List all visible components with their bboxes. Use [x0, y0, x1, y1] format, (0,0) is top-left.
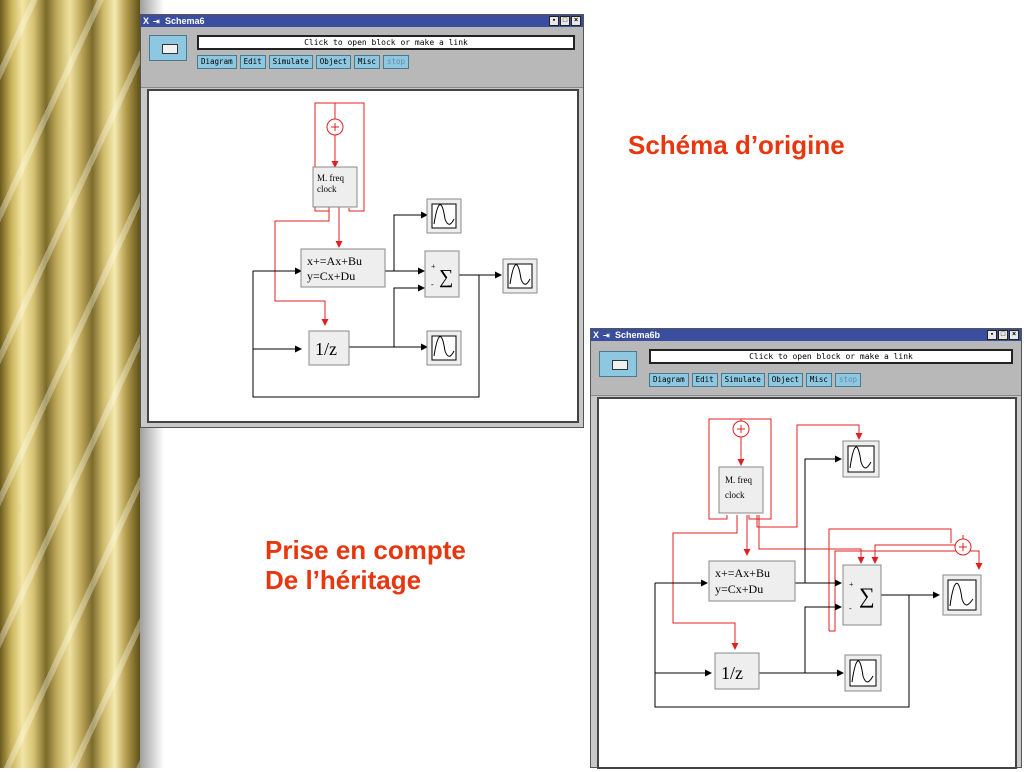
menu-misc[interactable]: Misc: [805, 373, 832, 387]
sum-block[interactable]: [842, 564, 882, 626]
state-space-block[interactable]: [300, 248, 386, 288]
state-space-sublabel: y=Cx+Du: [307, 269, 355, 283]
status-message: Click to open block or make a link: [649, 349, 1013, 364]
sum-symbol: ∑: [859, 583, 875, 608]
window-title-bar[interactable]: X⇥ Schema6b ▪ □ ×: [591, 329, 1021, 341]
state-space-label: x+=Ax+Bu: [307, 254, 362, 268]
menu-bar: Diagram Edit Simulate Object Misc stop: [649, 373, 862, 387]
menu-edit[interactable]: Edit: [239, 55, 266, 69]
window-title-bar[interactable]: X⇥ Schema6 ▪ □ ×: [141, 15, 583, 27]
move-arrows-icon: ⇥: [153, 17, 160, 26]
scope-icon[interactable]: [426, 198, 462, 234]
move-arrows-icon: ⇥: [603, 331, 610, 340]
scope-icon[interactable]: [842, 440, 880, 478]
window-schema6b: X⇥ Schema6b ▪ □ × Click to open block or …: [590, 328, 1022, 769]
caption-line-2: De l’héritage: [265, 565, 422, 595]
diagram-schema6: M. freq clock x+=Ax+Bu y=Cx+Du 1/z + - ∑: [252, 102, 538, 398]
delay-block[interactable]: [308, 330, 350, 366]
clock-block[interactable]: [312, 166, 358, 208]
menu-diagram[interactable]: Diagram: [197, 55, 237, 69]
state-space-label: x+=Ax+Bu: [715, 566, 770, 580]
x-logo-icon: X: [593, 330, 600, 340]
menu-misc[interactable]: Misc: [353, 55, 380, 69]
scope-icon[interactable]: [844, 654, 882, 692]
clock-sublabel: clock: [725, 490, 745, 500]
delay-block[interactable]: [714, 652, 760, 690]
sum-block[interactable]: [424, 250, 460, 298]
menu-bar: Diagram Edit Simulate Object Misc stop: [197, 55, 410, 69]
window-title: Schema6b: [615, 330, 661, 340]
menu-diagram[interactable]: Diagram: [649, 373, 689, 387]
scope-icon[interactable]: [502, 258, 538, 294]
clock-sublabel: clock: [317, 184, 337, 194]
gold-pillar-decoration: [0, 0, 140, 768]
state-space-sublabel: y=Cx+Du: [715, 582, 763, 596]
minimize-icon[interactable]: ▪: [549, 16, 559, 26]
clock-label: M. freq: [725, 475, 752, 485]
menu-stop[interactable]: stop: [834, 373, 862, 387]
delay-label: 1/z: [721, 663, 743, 683]
caption-origin: Schéma d’origine: [628, 130, 845, 160]
status-message: Click to open block or make a link: [197, 35, 575, 50]
sum-minus-sign: -: [431, 280, 434, 289]
sum-symbol: ∑: [439, 266, 453, 288]
scope-icon[interactable]: [942, 574, 982, 616]
x-logo-icon: X: [143, 16, 150, 26]
maximize-icon[interactable]: □: [998, 330, 1008, 340]
sum-minus-sign: -: [849, 604, 852, 613]
scope-icon[interactable]: [426, 330, 462, 366]
caption-inheritance: Prise en compte De l’héritage: [265, 535, 466, 595]
caption-line-1: Prise en compte: [265, 535, 466, 565]
toolbar: Click to open block or make a link Diagr…: [141, 27, 583, 88]
window-schema6: X⇥ Schema6 ▪ □ × Click to open block or m…: [140, 14, 584, 428]
menu-stop[interactable]: stop: [382, 55, 410, 69]
window-title: Schema6: [165, 16, 205, 26]
palette-button[interactable]: [149, 35, 187, 61]
clock-block[interactable]: [718, 466, 764, 514]
toolbar: Click to open block or make a link Diagr…: [591, 341, 1021, 396]
maximize-icon[interactable]: □: [560, 16, 570, 26]
clock-label: M. freq: [317, 173, 344, 183]
close-icon[interactable]: ×: [1009, 330, 1019, 340]
delay-label: 1/z: [315, 339, 337, 359]
minimize-icon[interactable]: ▪: [987, 330, 997, 340]
menu-simulate[interactable]: Simulate: [268, 55, 313, 69]
diagram-canvas[interactable]: M. freq clock x+=Ax+Bu y=Cx+Du 1/z + - ∑: [597, 397, 1017, 769]
palette-button[interactable]: [599, 351, 637, 377]
sum-plus-sign: +: [849, 580, 854, 589]
diagram-schema6b: M. freq clock x+=Ax+Bu y=Cx+Du 1/z + - ∑: [654, 418, 983, 708]
diagram-canvas[interactable]: M. freq clock x+=Ax+Bu y=Cx+Du 1/z + - ∑: [147, 89, 579, 423]
state-space-block[interactable]: [708, 560, 796, 602]
menu-simulate[interactable]: Simulate: [720, 373, 765, 387]
menu-edit[interactable]: Edit: [691, 373, 718, 387]
menu-object[interactable]: Object: [767, 373, 803, 387]
close-icon[interactable]: ×: [571, 16, 581, 26]
sum-plus-sign: +: [431, 262, 436, 271]
menu-object[interactable]: Object: [315, 55, 351, 69]
